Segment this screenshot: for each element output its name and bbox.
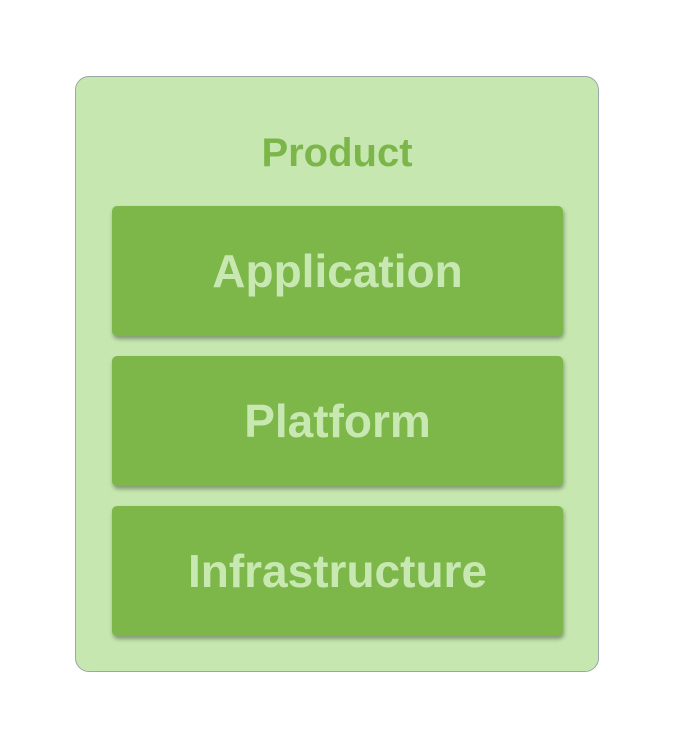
layer-infrastructure-label: Infrastructure	[187, 545, 488, 597]
layer-infrastructure: Infrastructure	[112, 506, 563, 636]
layer-application: Application	[112, 206, 563, 336]
layer-platform: Platform	[112, 356, 563, 486]
layer-platform-label: Platform	[244, 395, 431, 447]
product-title: Product	[261, 131, 413, 175]
product-container: Product Application Platform Infrastruct…	[75, 76, 599, 672]
layer-application-label: Application	[212, 245, 463, 297]
